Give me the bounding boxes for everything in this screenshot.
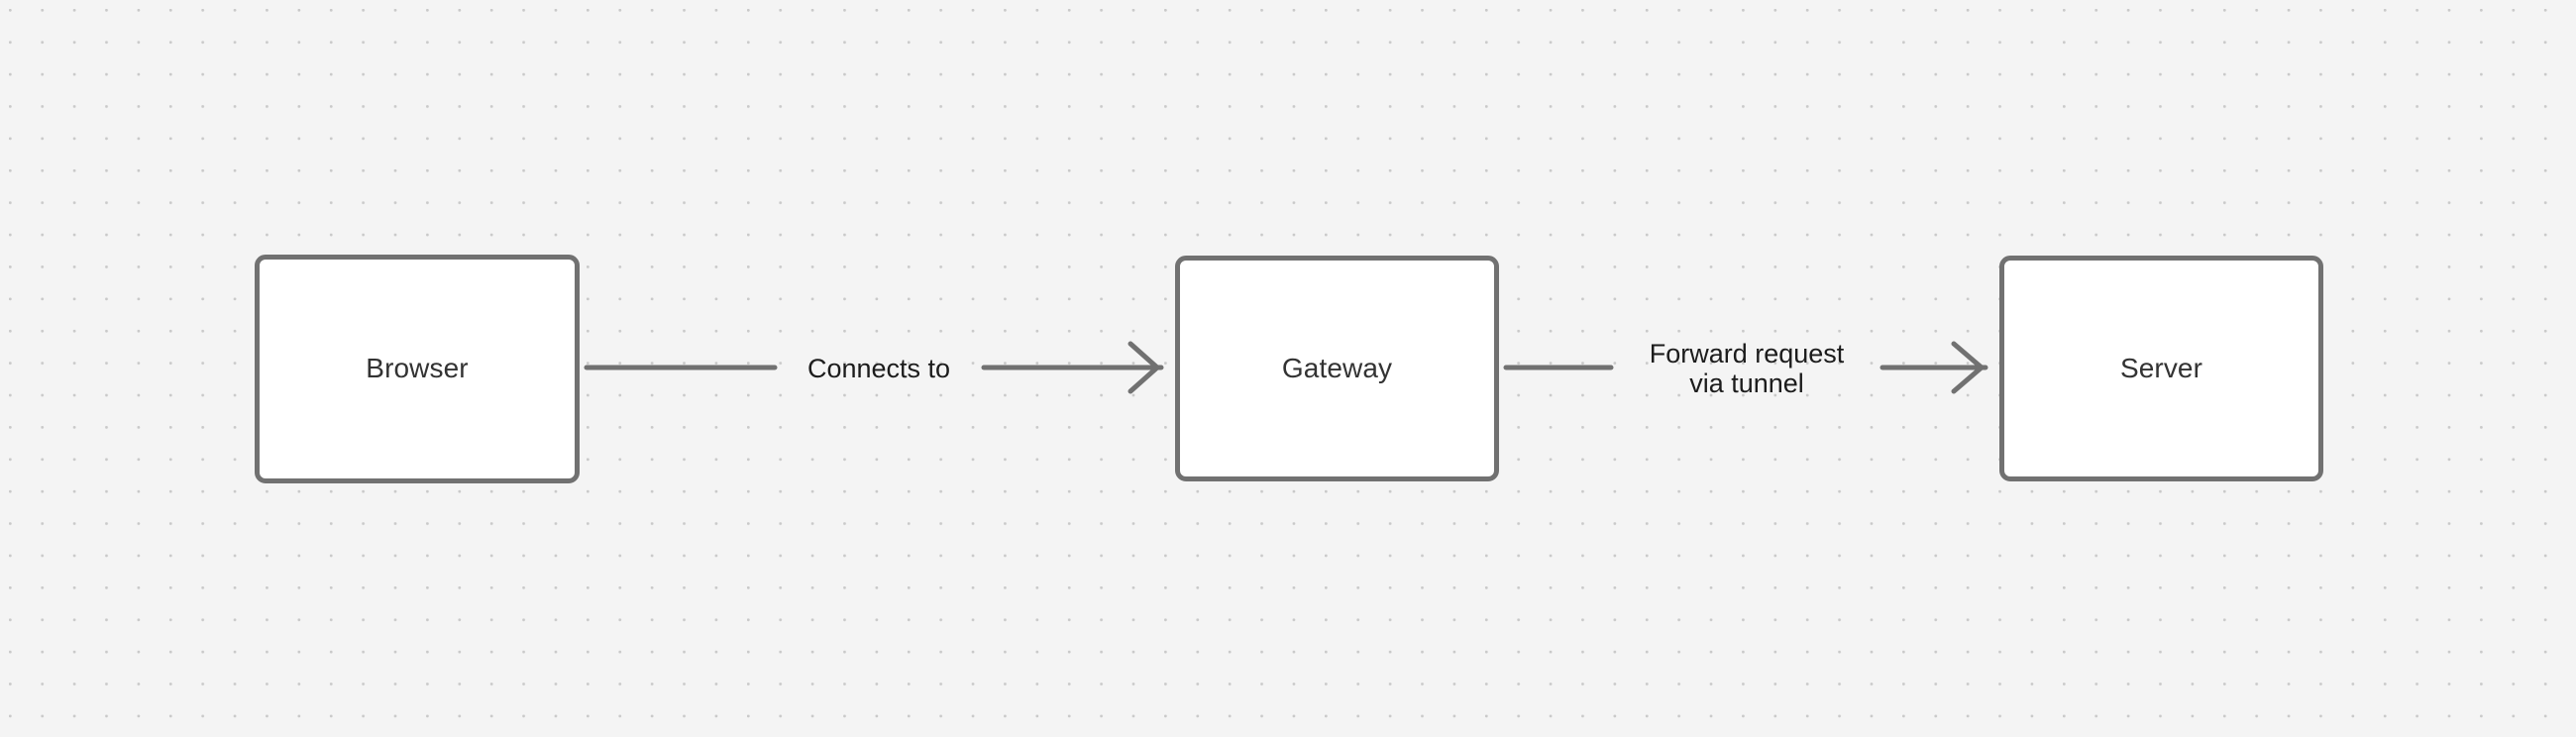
node-server-label: Server — [2119, 352, 2203, 383]
node-gateway[interactable]: Gateway — [1175, 256, 1499, 481]
node-gateway-label: Gateway — [1281, 352, 1393, 383]
edge-gateway-to-server-arrowhead — [1951, 341, 1985, 394]
edge-browser-to-gateway-arrowhead — [1127, 341, 1160, 394]
node-server[interactable]: Server — [1999, 256, 2323, 481]
node-browser-label: Browser — [366, 353, 469, 384]
edge-label-browser-to-gateway: Connects to — [806, 354, 951, 383]
node-browser[interactable]: Browser — [255, 255, 580, 483]
edge-label-gateway-to-server: Forward request via tunnel — [1649, 339, 1845, 398]
